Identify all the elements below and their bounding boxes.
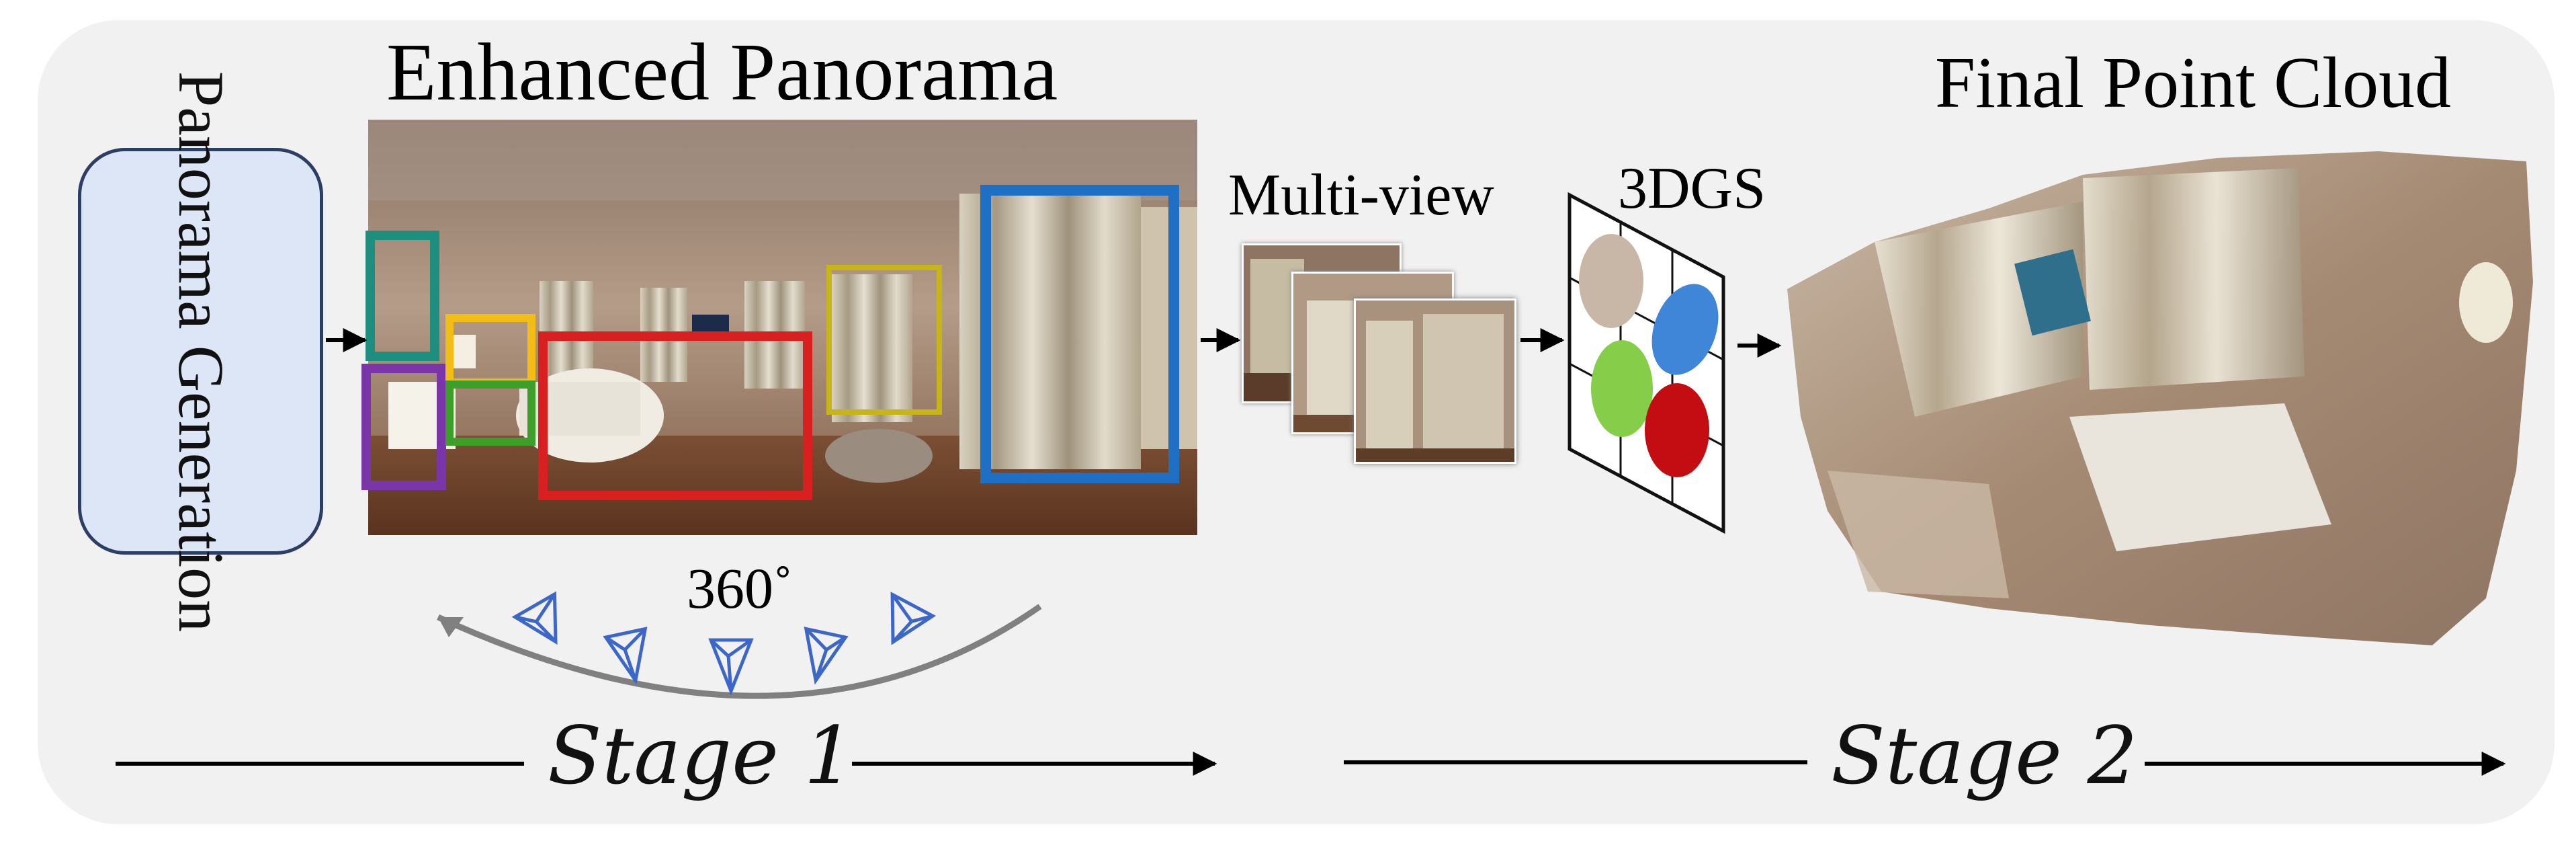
stage1-label: Stage 1 [548, 709, 855, 802]
highlight-box-blue [980, 185, 1179, 483]
highlight-box-yellow [445, 314, 535, 387]
camera-arc [437, 604, 1042, 699]
multi-view-image-3 [1354, 298, 1516, 464]
camera-icon-4 [804, 627, 849, 685]
multi-view-title: Multi-view [1228, 163, 1494, 228]
gaussian-blue [1651, 284, 1719, 375]
angle-label: 360˚ [687, 556, 793, 620]
3dgs-title: 3DGS [1618, 156, 1766, 221]
panorama-generation-box: Panorama Generation [78, 71, 323, 632]
gaussian-green [1591, 340, 1653, 437]
highlight-box-teal [366, 231, 439, 361]
highlight-box-red [538, 331, 812, 500]
gaussian-beige [1579, 234, 1643, 328]
camera-icon-1 [511, 591, 558, 645]
enhanced-panorama-title: Enhanced Panorama [386, 27, 1058, 118]
camera-icon-3 [708, 638, 754, 696]
stage2-label: Stage 2 [1831, 709, 2138, 802]
highlight-box-purple [361, 364, 446, 490]
final-point-cloud-title: Final Point Cloud [1935, 43, 2452, 123]
highlight-box-green [445, 381, 535, 446]
highlight-box-olive [826, 265, 942, 415]
camera-icon-5 [890, 592, 937, 645]
gaussian-red [1645, 383, 1709, 477]
camera-icon-2 [603, 627, 648, 685]
